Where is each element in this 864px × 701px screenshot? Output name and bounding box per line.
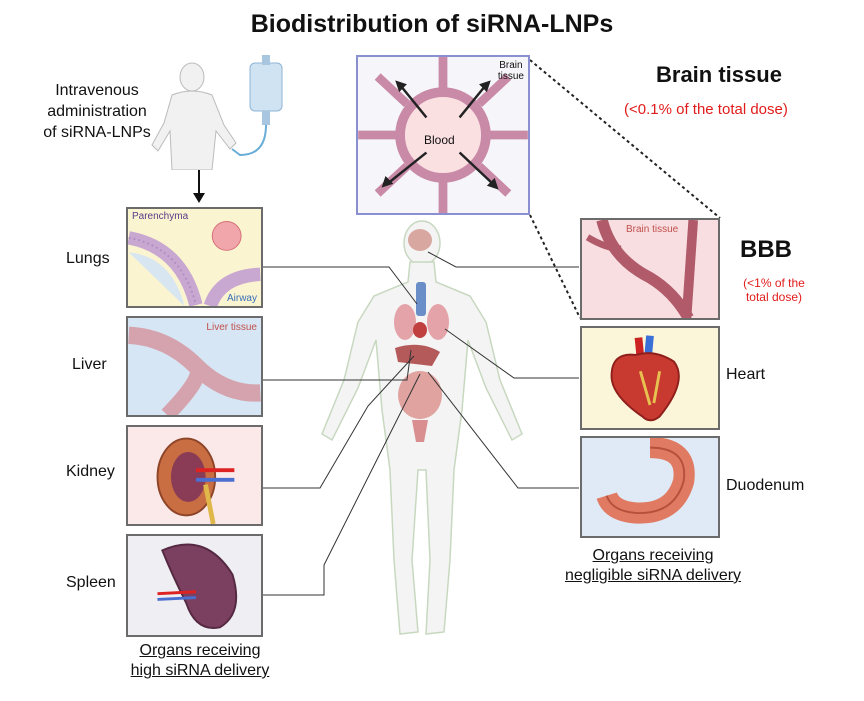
negligible-caption-line-1: Organs receiving [592,547,714,564]
duodenum-label: Duodenum [726,477,805,494]
brain-tissue-dose: (<0.1% of the total dose) [624,101,788,118]
bbb-panel: Brain tissue [580,218,720,320]
body-lung-left [394,304,416,340]
body-liver [395,344,440,366]
high-caption-line-2: high siRNA delivery [130,662,270,679]
spleen-panel [126,534,263,637]
body-intestines [398,371,442,419]
bbb-heading: BBB [740,236,792,263]
body-heart [413,322,427,338]
administration-label: Intravenous administration of siRNA-LNPs [22,80,172,143]
administration-line-2: administration [47,103,147,120]
bbb-panel-label: Brain tissue [626,224,679,235]
lungs-label: Lungs [66,250,110,267]
kidney-panel [126,425,263,526]
iv-person-illustration [151,55,283,170]
blood-label: Blood [424,133,455,147]
bbb-dose: (<1% of the total dose) [734,276,814,304]
brain-blood-panel: Brain tissue Blood [356,55,530,215]
bbb-dose-line-2: total dose) [745,290,803,304]
high-delivery-caption: Organs receiving high siRNA delivery [100,641,300,681]
parenchyma-label: Parenchyma [132,211,189,222]
kidney-label: Kidney [66,463,115,480]
lungs-panel: Parenchyma Airway [126,207,263,308]
bbb-dose-line-1: (<1% of the [743,276,805,290]
heart-panel [580,326,720,430]
body-trachea [416,282,426,316]
brain-tissue-heading: Brain tissue [656,62,782,87]
body-lung-right [427,304,449,340]
down-arrow-icon [193,170,205,203]
administration-line-1: Intravenous [55,82,139,99]
brain-corner-label: Brain tissue [498,60,524,82]
brain-corner-line-2: tissue [497,71,524,82]
heart-label: Heart [726,366,766,383]
negligible-caption-line-2: negligible siRNA delivery [564,567,742,584]
diffusion-arrows [386,85,494,185]
liver-panel: Liver tissue [126,316,263,417]
spleen-label: Spleen [66,574,116,591]
airway-label: Airway [226,293,257,304]
body-brain [408,229,432,251]
page-title: Biodistribution of siRNA-LNPs [250,10,614,38]
body-bladder [412,420,428,442]
negligible-delivery-caption: Organs receiving negligible siRNA delive… [548,546,758,586]
liver-label: Liver [72,356,107,373]
high-caption-line-1: Organs receiving [139,642,261,659]
duodenum-panel [580,436,720,538]
administration-line-3: of siRNA-LNPs [43,124,151,141]
liver-tissue-label: Liver tissue [206,322,257,333]
brain-corner-line-1: Brain [499,60,523,71]
